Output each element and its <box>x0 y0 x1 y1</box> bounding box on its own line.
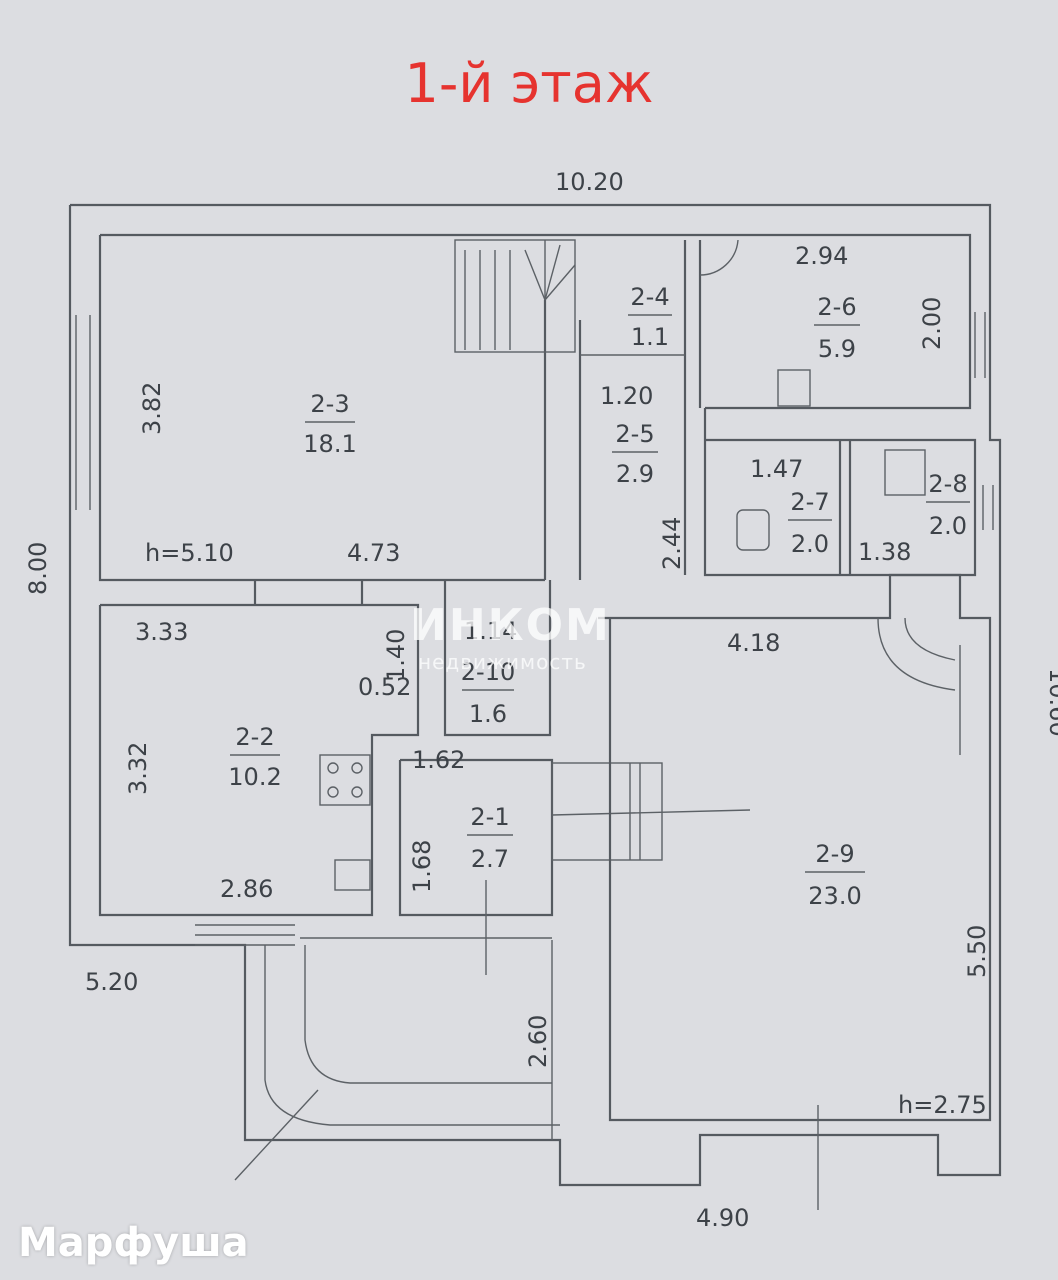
svg-text:2-6: 2-6 <box>817 293 856 321</box>
stove-icon <box>319 754 371 806</box>
dim-top-width: 10.20 <box>555 168 624 196</box>
dim-r210-width: 1.14 <box>464 617 517 645</box>
dim-r22-height: 3.32 <box>124 742 152 795</box>
dim-r22-width-bottom: 2.86 <box>220 875 273 903</box>
sink-2-2 <box>334 859 371 891</box>
room-2-2-wall <box>98 603 420 917</box>
room-2-3-wall <box>98 235 545 582</box>
room-2-9-wall <box>598 573 992 1122</box>
svg-text:18.1: 18.1 <box>303 430 356 458</box>
boiler-2-8 <box>884 449 926 496</box>
svg-text:2-1: 2-1 <box>470 803 509 831</box>
wall-2-7 <box>703 408 977 577</box>
room-label-2-10: 2-10 1.6 <box>461 658 515 728</box>
svg-text:2.9: 2.9 <box>616 460 654 488</box>
bottom-porch <box>195 880 819 1210</box>
svg-text:2.7: 2.7 <box>471 845 509 873</box>
room-label-2-3: 2-3 18.1 <box>303 390 356 458</box>
svg-text:2-4: 2-4 <box>630 283 669 311</box>
inner-wall-upper <box>100 233 972 410</box>
entrance-steps <box>551 762 751 861</box>
dim-bottom-right: 4.90 <box>696 1204 749 1232</box>
svg-text:2-3: 2-3 <box>310 390 349 418</box>
dim-r23-ceiling: h=5.10 <box>145 539 234 567</box>
dim-left-height: 8.00 <box>24 542 52 595</box>
svg-text:2.0: 2.0 <box>929 512 967 540</box>
room-label-2-4: 2-4 1.1 <box>628 283 672 351</box>
dim-nook-width: 0.52 <box>358 673 411 701</box>
dim-r27-width: 1.47 <box>750 455 803 483</box>
room-2-1-wall <box>398 758 554 917</box>
svg-text:10.2: 10.2 <box>228 763 281 791</box>
dim-r25-height: 2.44 <box>658 517 686 570</box>
svg-text:2-7: 2-7 <box>790 488 829 516</box>
door-arc-2-6 <box>699 239 739 276</box>
svg-text:2-5: 2-5 <box>615 420 654 448</box>
room-2-10-wall <box>443 580 552 737</box>
dim-r23-width: 4.73 <box>347 539 400 567</box>
floor-title: 1-й этаж <box>404 52 654 115</box>
dim-nook-height: 1.40 <box>382 629 410 682</box>
watermark-logo: ИНКОМ <box>410 600 611 651</box>
dim-r29-height: 5.50 <box>963 925 991 978</box>
dim-r23-height: 3.82 <box>138 382 166 435</box>
sink-2-6 <box>777 369 811 407</box>
svg-text:2.0: 2.0 <box>791 530 829 558</box>
window-left <box>75 315 91 510</box>
dim-r22-width-top: 3.33 <box>135 618 188 646</box>
dim-r21-height: 1.68 <box>408 840 436 893</box>
dim-r21-width: 1.62 <box>412 746 465 774</box>
porch-arc <box>877 617 956 691</box>
window-right <box>974 312 994 530</box>
room-label-2-6: 2-6 5.9 <box>814 293 860 363</box>
dim-r29-ceiling: h=2.75 <box>898 1091 987 1119</box>
dim-r26-height: 2.00 <box>918 297 946 350</box>
dim-r28-width: 1.38 <box>858 538 911 566</box>
svg-text:2-2: 2-2 <box>235 723 274 751</box>
svg-text:2-9: 2-9 <box>815 840 854 868</box>
watermark-logo-subtitle: недвижимость <box>418 650 587 674</box>
dim-bottom-left: 5.20 <box>85 968 138 996</box>
room-label-2-5: 2-5 2.9 <box>612 420 658 488</box>
room-label-2-2: 2-2 10.2 <box>228 723 281 791</box>
room-label-2-1: 2-1 2.7 <box>467 803 513 873</box>
toilet-2-7 <box>736 509 770 551</box>
svg-text:5.9: 5.9 <box>818 335 856 363</box>
room-label-2-8: 2-8 2.0 <box>926 470 970 540</box>
dim-porch-height: 2.60 <box>524 1015 552 1068</box>
svg-text:2-8: 2-8 <box>928 470 967 498</box>
svg-text:1.6: 1.6 <box>469 700 507 728</box>
svg-text:1.1: 1.1 <box>631 323 669 351</box>
dim-r29-width: 4.18 <box>727 629 780 657</box>
watermark-brand: Марфуша <box>18 1220 249 1266</box>
room-label-2-9: 2-9 23.0 <box>805 840 865 910</box>
outer-wall-upper <box>68 203 1002 1187</box>
staircase <box>454 239 576 353</box>
dim-right-height: 10.60 <box>1044 668 1058 737</box>
svg-text:23.0: 23.0 <box>808 882 861 910</box>
room-label-2-7: 2-7 2.0 <box>788 488 832 558</box>
dim-r26-width: 2.94 <box>795 242 848 270</box>
dim-r25-width: 1.20 <box>600 382 653 410</box>
svg-text:2-10: 2-10 <box>461 658 515 686</box>
